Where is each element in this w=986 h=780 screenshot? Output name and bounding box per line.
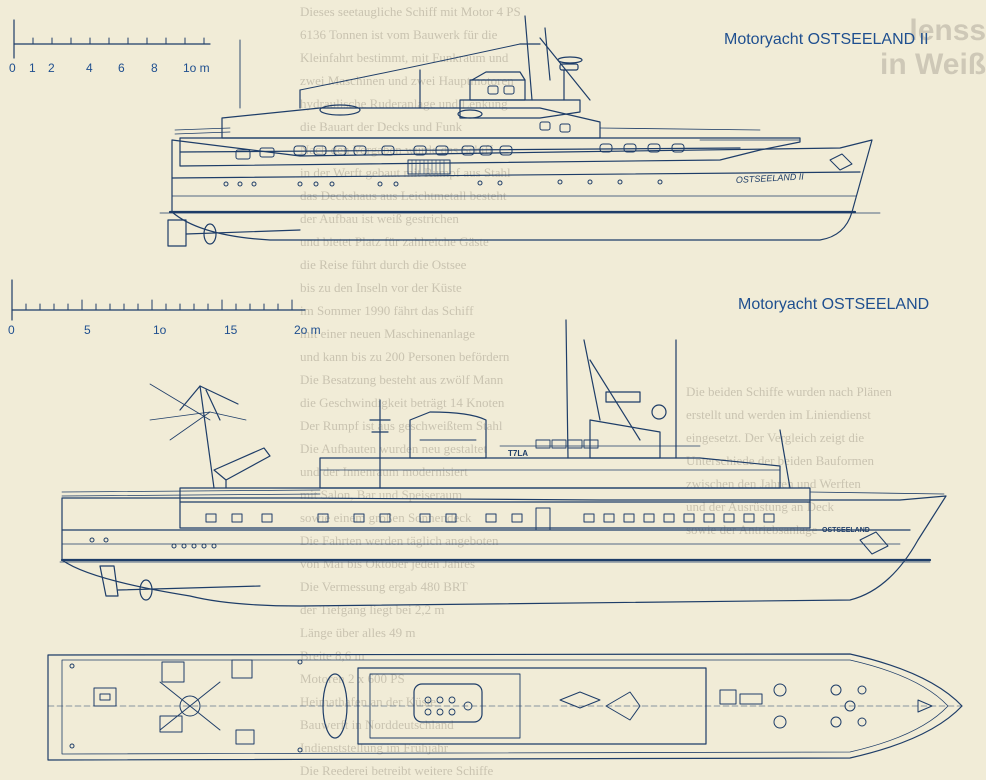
- ship-ostseeland-plan: [47, 653, 963, 761]
- ship2-funnel: [409, 411, 487, 459]
- scale2-label-15: 15: [224, 323, 238, 337]
- ship2-rudder-propeller: [99, 565, 261, 601]
- ship1-lifeboat: [319, 104, 361, 116]
- ship2-bow-emblem: [859, 531, 889, 555]
- ship1-wheelhouse: [469, 79, 526, 101]
- scale2-label-0: 0: [8, 323, 15, 337]
- scale1-label-10m: 1o m: [183, 61, 210, 75]
- plan-deck-equipment: [69, 659, 933, 753]
- ship2-deck-boxes: [535, 439, 599, 449]
- scale1-label-6: 6: [118, 61, 125, 75]
- ship1-main-deckhouse: [179, 137, 801, 167]
- ship1-awning: [299, 43, 521, 91]
- ship2-hull-lettering: OSTSEELAND: [822, 527, 870, 534]
- ship1-windows: [235, 85, 685, 160]
- ship2-masts: [149, 319, 791, 489]
- scale1-label-0: 0: [9, 61, 16, 75]
- caption-ostseeland: Motoryacht OSTSEELAND: [738, 296, 930, 313]
- scale-bar-1-ticks: [32, 37, 205, 45]
- scale1-label-1: 1: [29, 61, 36, 75]
- show-through-text-left: Dieses seetaugliche Schiff mit Motor 4 P…: [300, 4, 521, 778]
- ship1-hull: [171, 139, 873, 241]
- scale1-label-8: 8: [151, 61, 158, 75]
- plan-lifeboat: [322, 673, 348, 739]
- plan-funnel: [413, 683, 483, 723]
- scale2-label-10: 1o: [153, 323, 167, 337]
- scale-bar-1: [13, 19, 211, 59]
- ship2-upper-deckhouse: [319, 457, 781, 489]
- ship2-windows: [205, 507, 775, 531]
- scale1-label-2: 2: [48, 61, 55, 75]
- plan-deckhouse: [357, 667, 707, 745]
- ship1-bow-emblem: [829, 153, 853, 171]
- ship-ostseeland-profile: [59, 319, 947, 607]
- ship2-portholes: [89, 537, 217, 549]
- ship1-hull-lettering: OSTSEELAND II: [736, 171, 805, 185]
- ship1-rudder-propeller: [167, 219, 301, 247]
- ship2-hull: [61, 495, 947, 607]
- scale-bar-2-ticks: [25, 299, 293, 311]
- scale2-label-5: 5: [84, 323, 91, 337]
- ship-ostseeland-ii-profile: [159, 15, 881, 247]
- ship1-railings: [174, 127, 801, 141]
- ship1-grille: [407, 159, 451, 175]
- caption-ostseeland-ii: Motoryacht OSTSEELAND II: [724, 31, 929, 48]
- ship1-masts: [519, 15, 591, 101]
- ship2-wheelhouse: [589, 419, 661, 459]
- ship2-crane: [213, 447, 271, 481]
- scale2-label-20m: 2o m: [294, 323, 321, 337]
- ship1-portholes: [223, 179, 663, 187]
- ship2-funnel-code: T7LA: [508, 449, 528, 458]
- scale-bar-2: [11, 279, 306, 321]
- ship1-sheer-line: [171, 171, 861, 179]
- scale1-label-4: 4: [86, 61, 93, 75]
- show-through-heading: lenss in Weiß: [880, 14, 986, 81]
- ship1-upper-deckhouse: [221, 107, 601, 139]
- show-through-text-right: Die beiden Schiffe wurden nach Plänen er…: [686, 384, 892, 537]
- ship2-railings: [61, 445, 945, 497]
- ship1-bridge: [459, 99, 581, 119]
